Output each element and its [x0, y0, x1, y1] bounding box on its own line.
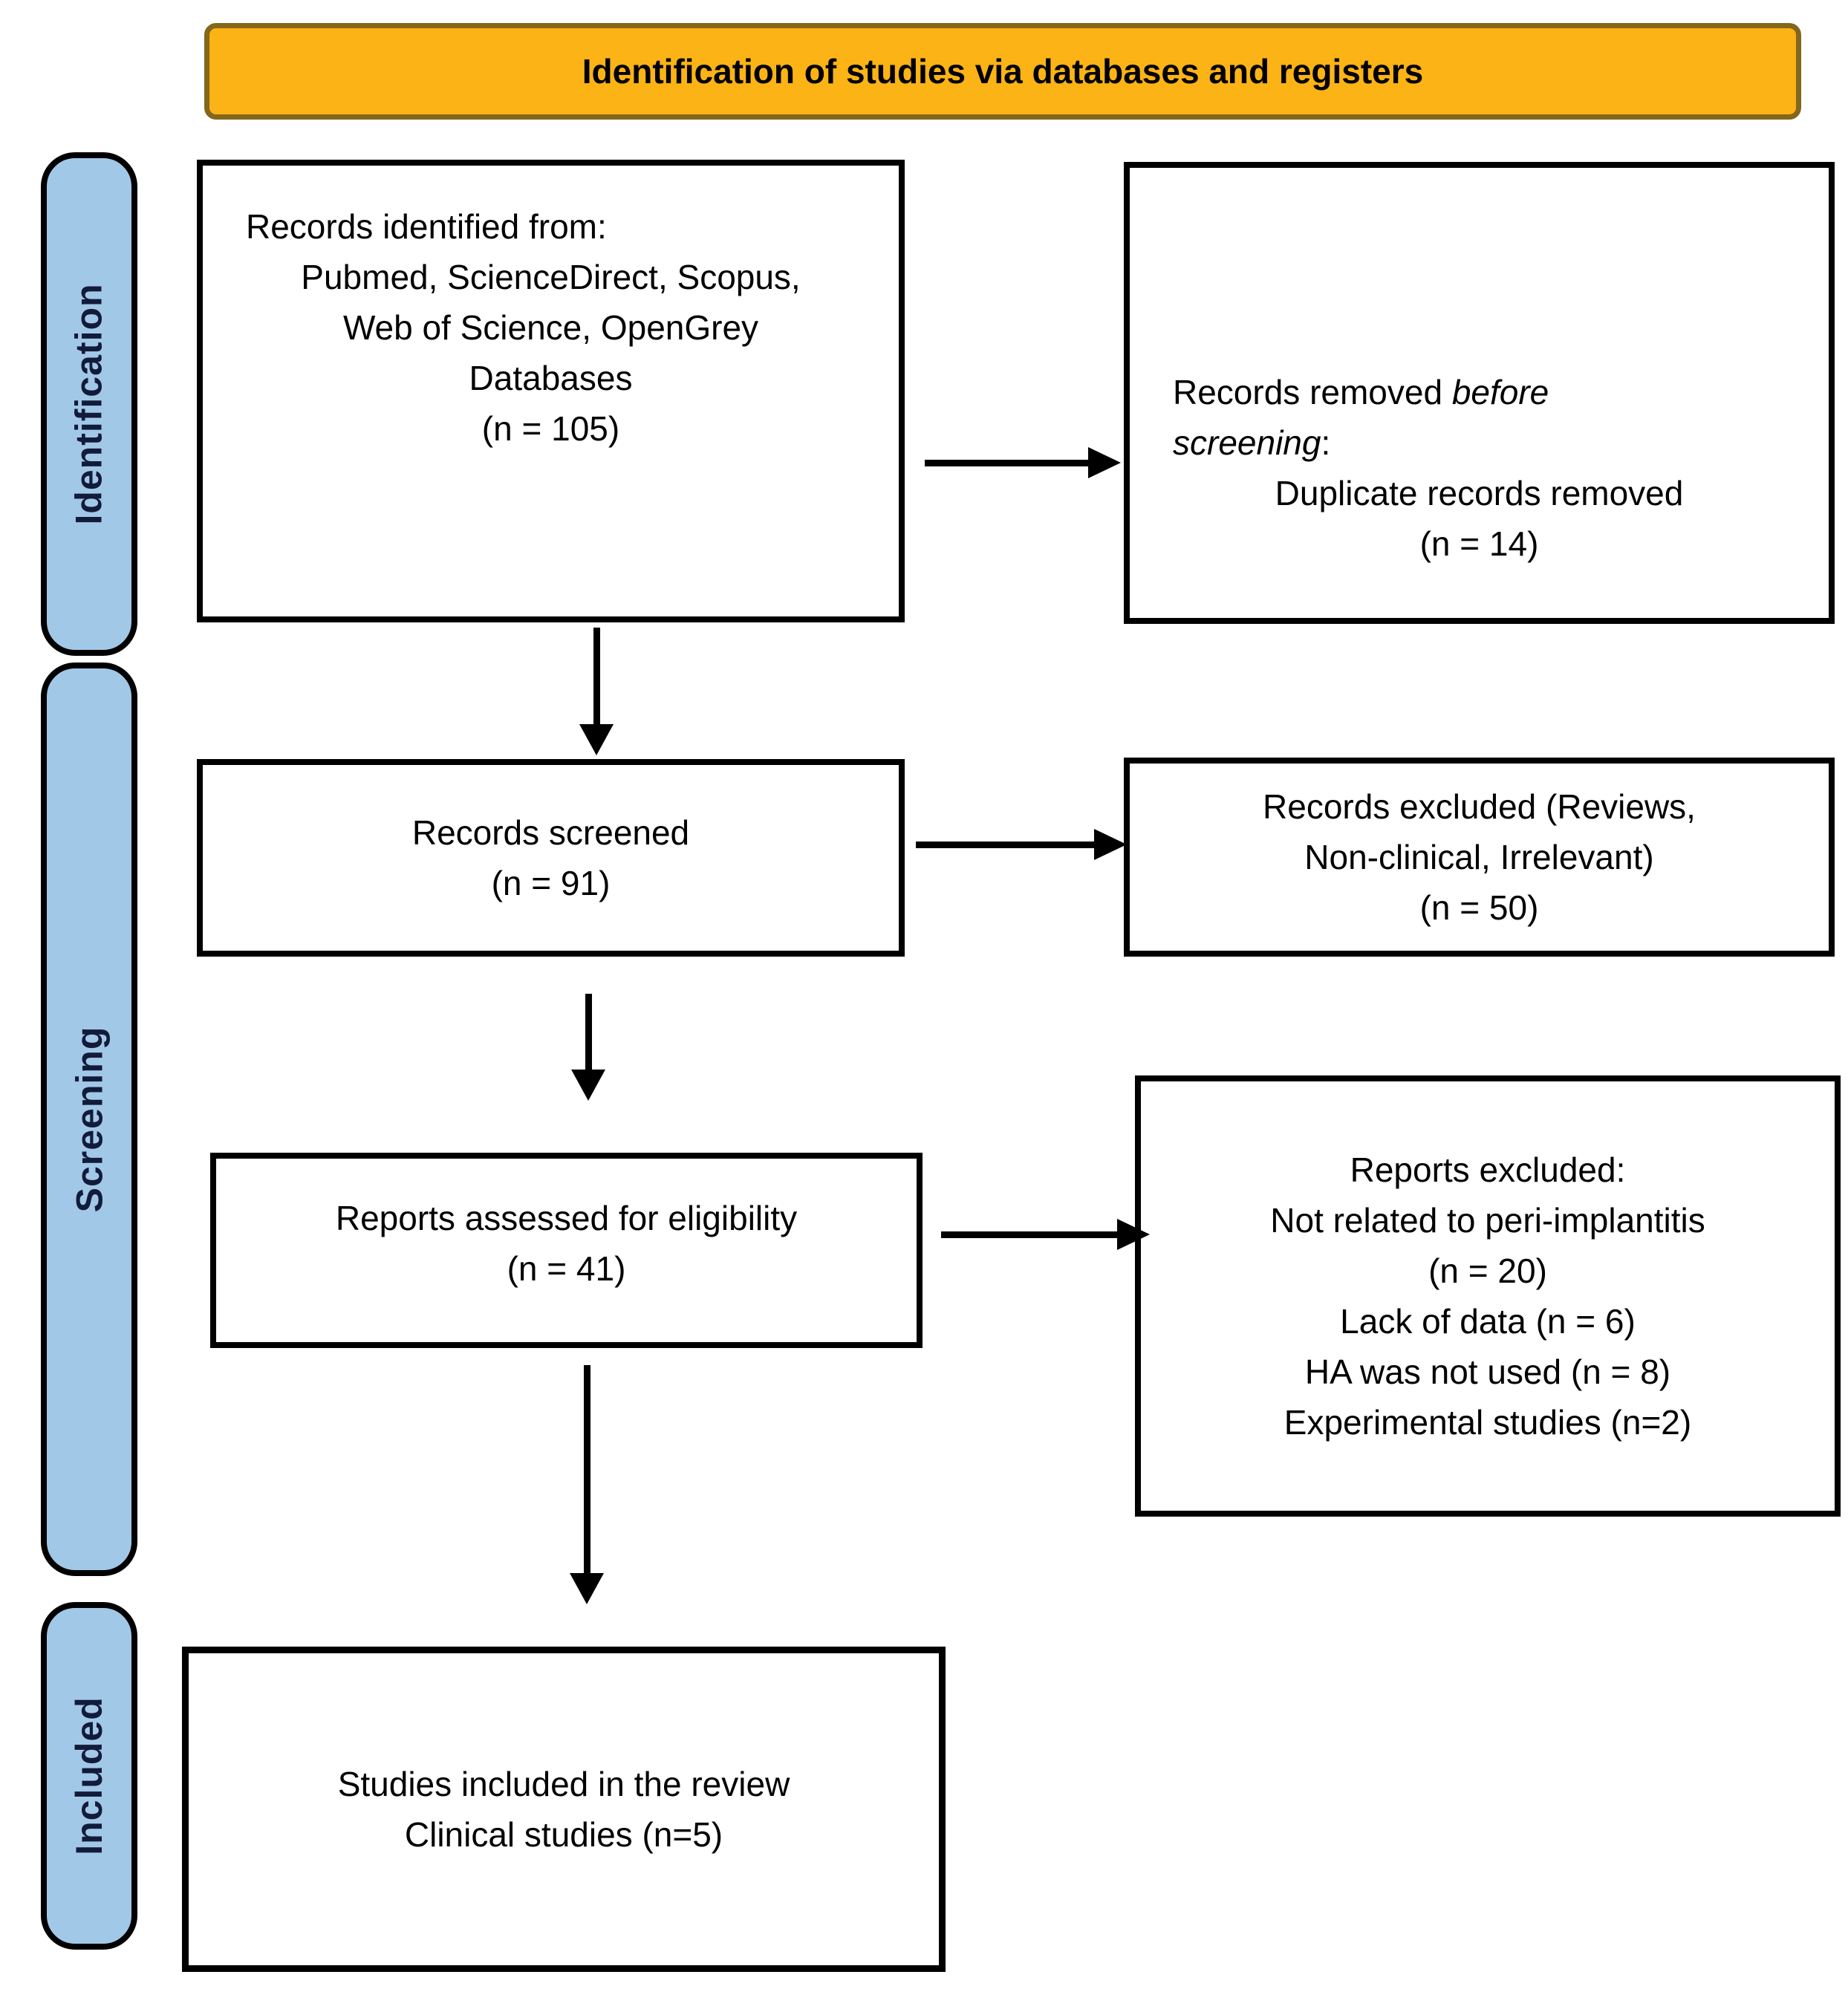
box-text-line: Experimental studies (n=2) [1283, 1403, 1692, 1442]
box-text-segment-italic: before [1451, 373, 1549, 411]
box-records-removed: Records removed before screening: Duplic… [1124, 162, 1835, 624]
box-text-line: Pubmed, ScienceDirect, Scopus, [301, 258, 801, 296]
box-records-screened: Records screened (n = 91) [197, 759, 905, 957]
box-text-line: screening: [1130, 417, 1829, 468]
arrow-identified-to-screened-shaft [593, 628, 600, 726]
arrow-identified-to-screened-head-icon [579, 724, 614, 755]
stage-bar-included: Included [41, 1602, 137, 1950]
arrow-identified-to-removed-head-icon [1088, 447, 1121, 478]
stage-bar-identification: Identification [41, 152, 137, 656]
box-text-line: (n = 20) [1428, 1251, 1547, 1290]
arrow-screened-to-assessed-head-icon [571, 1070, 605, 1101]
arrow-screened-to-assessed-shaft [585, 994, 592, 1071]
box-text-line: Records removed before [1130, 367, 1829, 417]
box-text-line: (n = 50) [1419, 888, 1539, 927]
box-text-segment: Records removed [1173, 373, 1452, 411]
arrow-assessed-to-included-shaft [584, 1365, 590, 1575]
stage-label-identification: Identification [68, 283, 111, 525]
box-text-line: Reports excluded: [1350, 1150, 1626, 1189]
stage-label-screening: Screening [68, 1026, 110, 1213]
box-text-line: Studies included in the review [337, 1765, 790, 1803]
box-text-line: (n = 14) [1419, 524, 1539, 563]
box-text-line: Clinical studies (n=5) [404, 1815, 723, 1854]
box-text-line: Records screened [411, 813, 690, 852]
box-text-line: Non-clinical, Irrelevant) [1304, 838, 1654, 876]
box-text-line: Web of Science, OpenGrey [342, 308, 759, 347]
box-text-line: Lack of data (n = 6) [1340, 1302, 1636, 1341]
box-text-line: (n = 91) [491, 864, 611, 902]
arrow-assessed-to-excluded-head-icon [1117, 1219, 1150, 1250]
box-text-line: HA was not used (n = 8) [1304, 1352, 1671, 1391]
arrow-assessed-to-included-head-icon [570, 1573, 604, 1604]
header-banner: Identification of studies via databases … [204, 23, 1801, 120]
box-records-identified: Records identified from: Pubmed, Science… [197, 160, 905, 622]
box-reports-excluded: Reports excluded: Not related to peri-im… [1135, 1075, 1841, 1517]
box-studies-included: Studies included in the review Clinical … [182, 1647, 946, 1972]
arrow-assessed-to-excluded-shaft [941, 1231, 1118, 1238]
box-text-line: Records identified from: [246, 207, 607, 246]
arrow-screened-to-excluded-head-icon [1094, 829, 1127, 860]
box-text-segment-italic: screening [1173, 423, 1321, 462]
box-records-excluded: Records excluded (Reviews, Non-clinical,… [1124, 758, 1835, 957]
box-text-line: (n = 41) [507, 1249, 626, 1288]
header-title: Identification of studies via databases … [582, 52, 1424, 91]
box-text-line: Not related to peri-implantitis [1270, 1201, 1705, 1240]
arrow-screened-to-excluded-shaft [916, 842, 1094, 848]
box-text-line: Reports assessed for eligibility [335, 1199, 798, 1237]
box-text-segment: : [1321, 423, 1331, 462]
box-text-line: Records excluded (Reviews, [1263, 787, 1696, 826]
box-reports-assessed: Reports assessed for eligibility (n = 41… [210, 1153, 923, 1348]
arrow-identified-to-removed-shaft [925, 460, 1090, 466]
box-text-line: Duplicate records removed [1275, 474, 1684, 512]
box-text-line: Databases [469, 359, 633, 397]
box-text-line: (n = 105) [481, 409, 620, 448]
stage-label-included: Included [68, 1696, 111, 1855]
stage-bar-screening: Screening [41, 663, 137, 1576]
